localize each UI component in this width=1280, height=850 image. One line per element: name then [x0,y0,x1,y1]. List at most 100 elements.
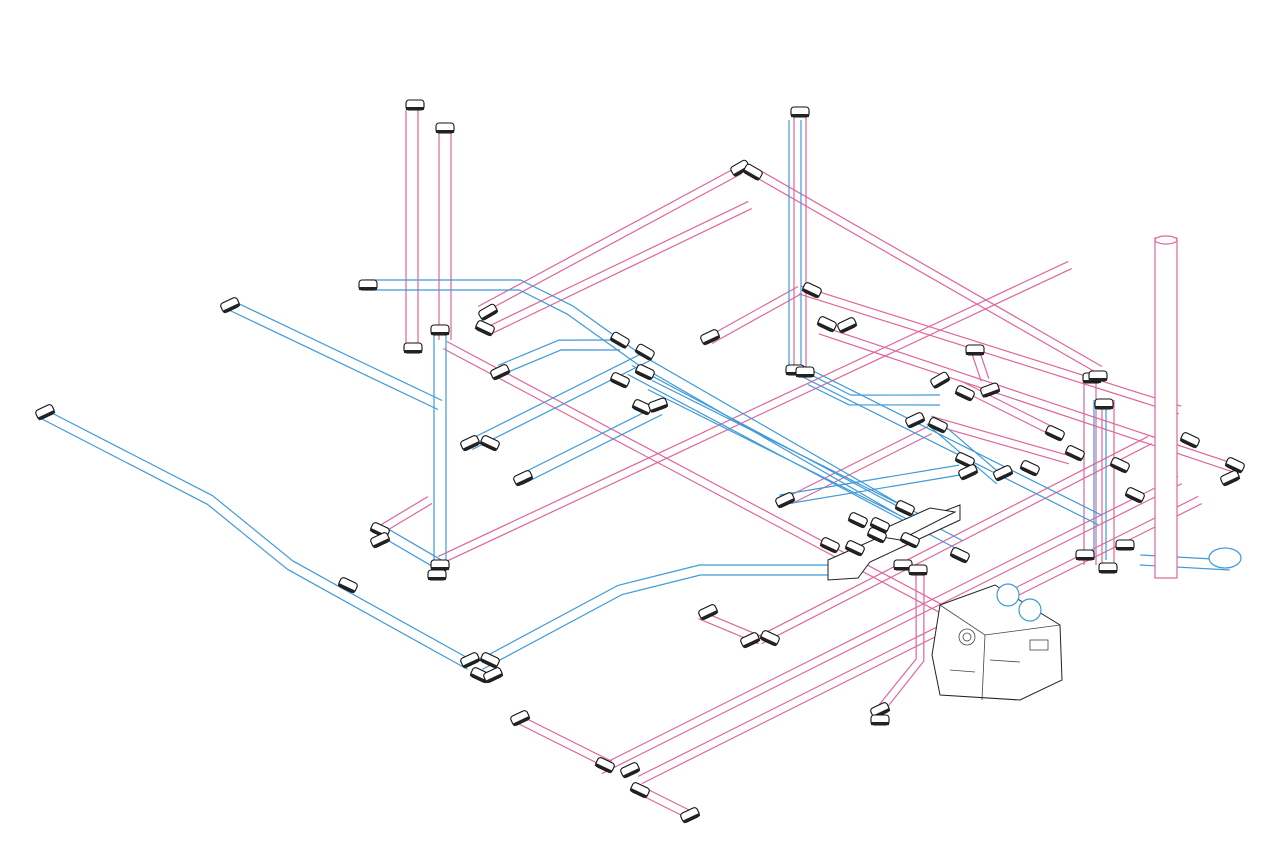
supply-riser-5 [1101,400,1115,565]
elbow-fitting-icon [478,303,499,321]
elbow-fitting-icon [1109,457,1130,474]
extract-duct-2 [477,545,864,670]
elbow-fitting-icon [927,417,948,434]
elbow-fitting-icon [479,435,500,452]
vent-stack [1154,235,1242,579]
elbow-fitting-icon [954,385,975,402]
elbow-fitting-icon [795,366,815,378]
elbow-fitting-icon [474,320,495,337]
extract-duct-9 [647,379,923,526]
elbow-fitting-icon [1115,539,1135,551]
elbow-fitting-icon [513,470,534,487]
elbow-fitting-icon [370,532,391,549]
supply-duct-5 [707,285,803,345]
elbow-fitting-icon [427,569,447,581]
elbow-fitting-icon [742,163,763,181]
elbow-fitting-icon [1220,470,1241,487]
supply-duct-8 [438,260,1072,565]
elbow-fitting-icon [740,632,761,649]
supply-duct-12 [597,475,1183,775]
elbow-fitting-icon [893,559,913,571]
elbow-fitting-icon [483,667,504,684]
extract-duct-7 [517,404,663,486]
extract-duct-1 [42,410,473,670]
elbow-fitting-icon [629,782,650,799]
elbow-fitting-icon [634,343,655,361]
elbow-fitting-icon [1075,549,1095,561]
extract-riser-3 [1093,400,1107,560]
extract-duct-6 [467,349,653,451]
elbow-fitting-icon [634,364,655,381]
elbow-fitting-icon [609,372,630,389]
elbow-fitting-icon [866,527,887,544]
elbow-fitting-icon [648,397,669,413]
elbow-fitting-icon [905,412,926,429]
elbow-fitting-icon [1044,425,1065,442]
extract-riser-2 [788,120,802,370]
elbow-fitting-icon [490,364,511,381]
extract-duct-5 [497,339,621,376]
elbow-fitting-icon [510,710,531,727]
elbow-fitting-icon [980,382,1001,398]
elbow-fitting-icon [403,342,423,354]
elbow-fitting-icon [430,559,450,571]
supply-duct-13 [637,495,1203,785]
supply-duct-6 [488,200,752,335]
supply-duct-16 [876,569,925,713]
elbow-fitting-icon [837,317,858,334]
supply-duct-9 [377,496,433,534]
supply-duct-1 [477,165,743,315]
supply-duct-14 [637,785,693,820]
elbow-fitting-icon [479,652,500,669]
extract-riser-1 [433,330,447,560]
extract-duct-network [42,120,1231,670]
distribution-manifold-box [827,504,961,581]
supply-duct-19 [957,380,1063,440]
extract-duct-3 [227,299,443,411]
supply-duct-17 [787,425,933,505]
elbow-fitting-icon [899,532,920,549]
elbow-fitting-icon [958,464,979,481]
elbow-fitting-icon [594,757,615,774]
elbow-fitting-icon [1019,460,1040,477]
elbow-fitting-icon [1094,398,1114,410]
elbow-fitting-icon [1124,487,1145,504]
elbow-fitting-icon [435,122,455,134]
elbow-fitting-icon [609,331,630,349]
equipment [827,235,1242,701]
elbow-fitting-icon [954,452,975,469]
elbow-fitting-icon [816,316,837,333]
elbow-fitting-icon [870,714,890,726]
elbow-fitting-icon [993,465,1014,482]
elbow-fitting-icon [1088,370,1108,382]
elbow-fitting-icon [35,404,56,421]
supply-duct-11 [517,715,613,770]
extract-duct-10 [779,464,961,506]
elbow-fitting-icon [1098,562,1118,574]
elbow-fitting-icon [1064,445,1085,462]
elbow-fitting-icon [358,279,378,291]
elbow-fitting-icon [801,282,822,299]
elbow-fitting-icon [460,435,481,452]
supply-riser-1 [405,110,419,350]
supply-duct-7 [442,340,1003,645]
elbow-fitting-icon [700,329,721,346]
elbow-fitting-icon [460,652,481,669]
elbow-fitting-icon [680,807,701,824]
fittings [35,99,1245,824]
elbow-fitting-icon [775,492,796,509]
elbow-fitting-icon [965,344,985,356]
supply-duct-3 [798,285,1182,415]
elbow-fitting-icon [620,762,641,779]
supply-riser-4 [1083,380,1097,565]
elbow-fitting-icon [847,512,868,529]
elbow-fitting-icon [790,106,810,118]
supply-riser-2 [438,130,452,340]
elbow-fitting-icon [1179,432,1200,449]
elbow-fitting-icon [949,547,970,564]
supply-riser-3 [793,115,807,375]
elbow-fitting-icon [894,500,915,517]
elbow-fitting-icon [759,630,780,647]
elbow-fitting-icon [930,371,951,389]
